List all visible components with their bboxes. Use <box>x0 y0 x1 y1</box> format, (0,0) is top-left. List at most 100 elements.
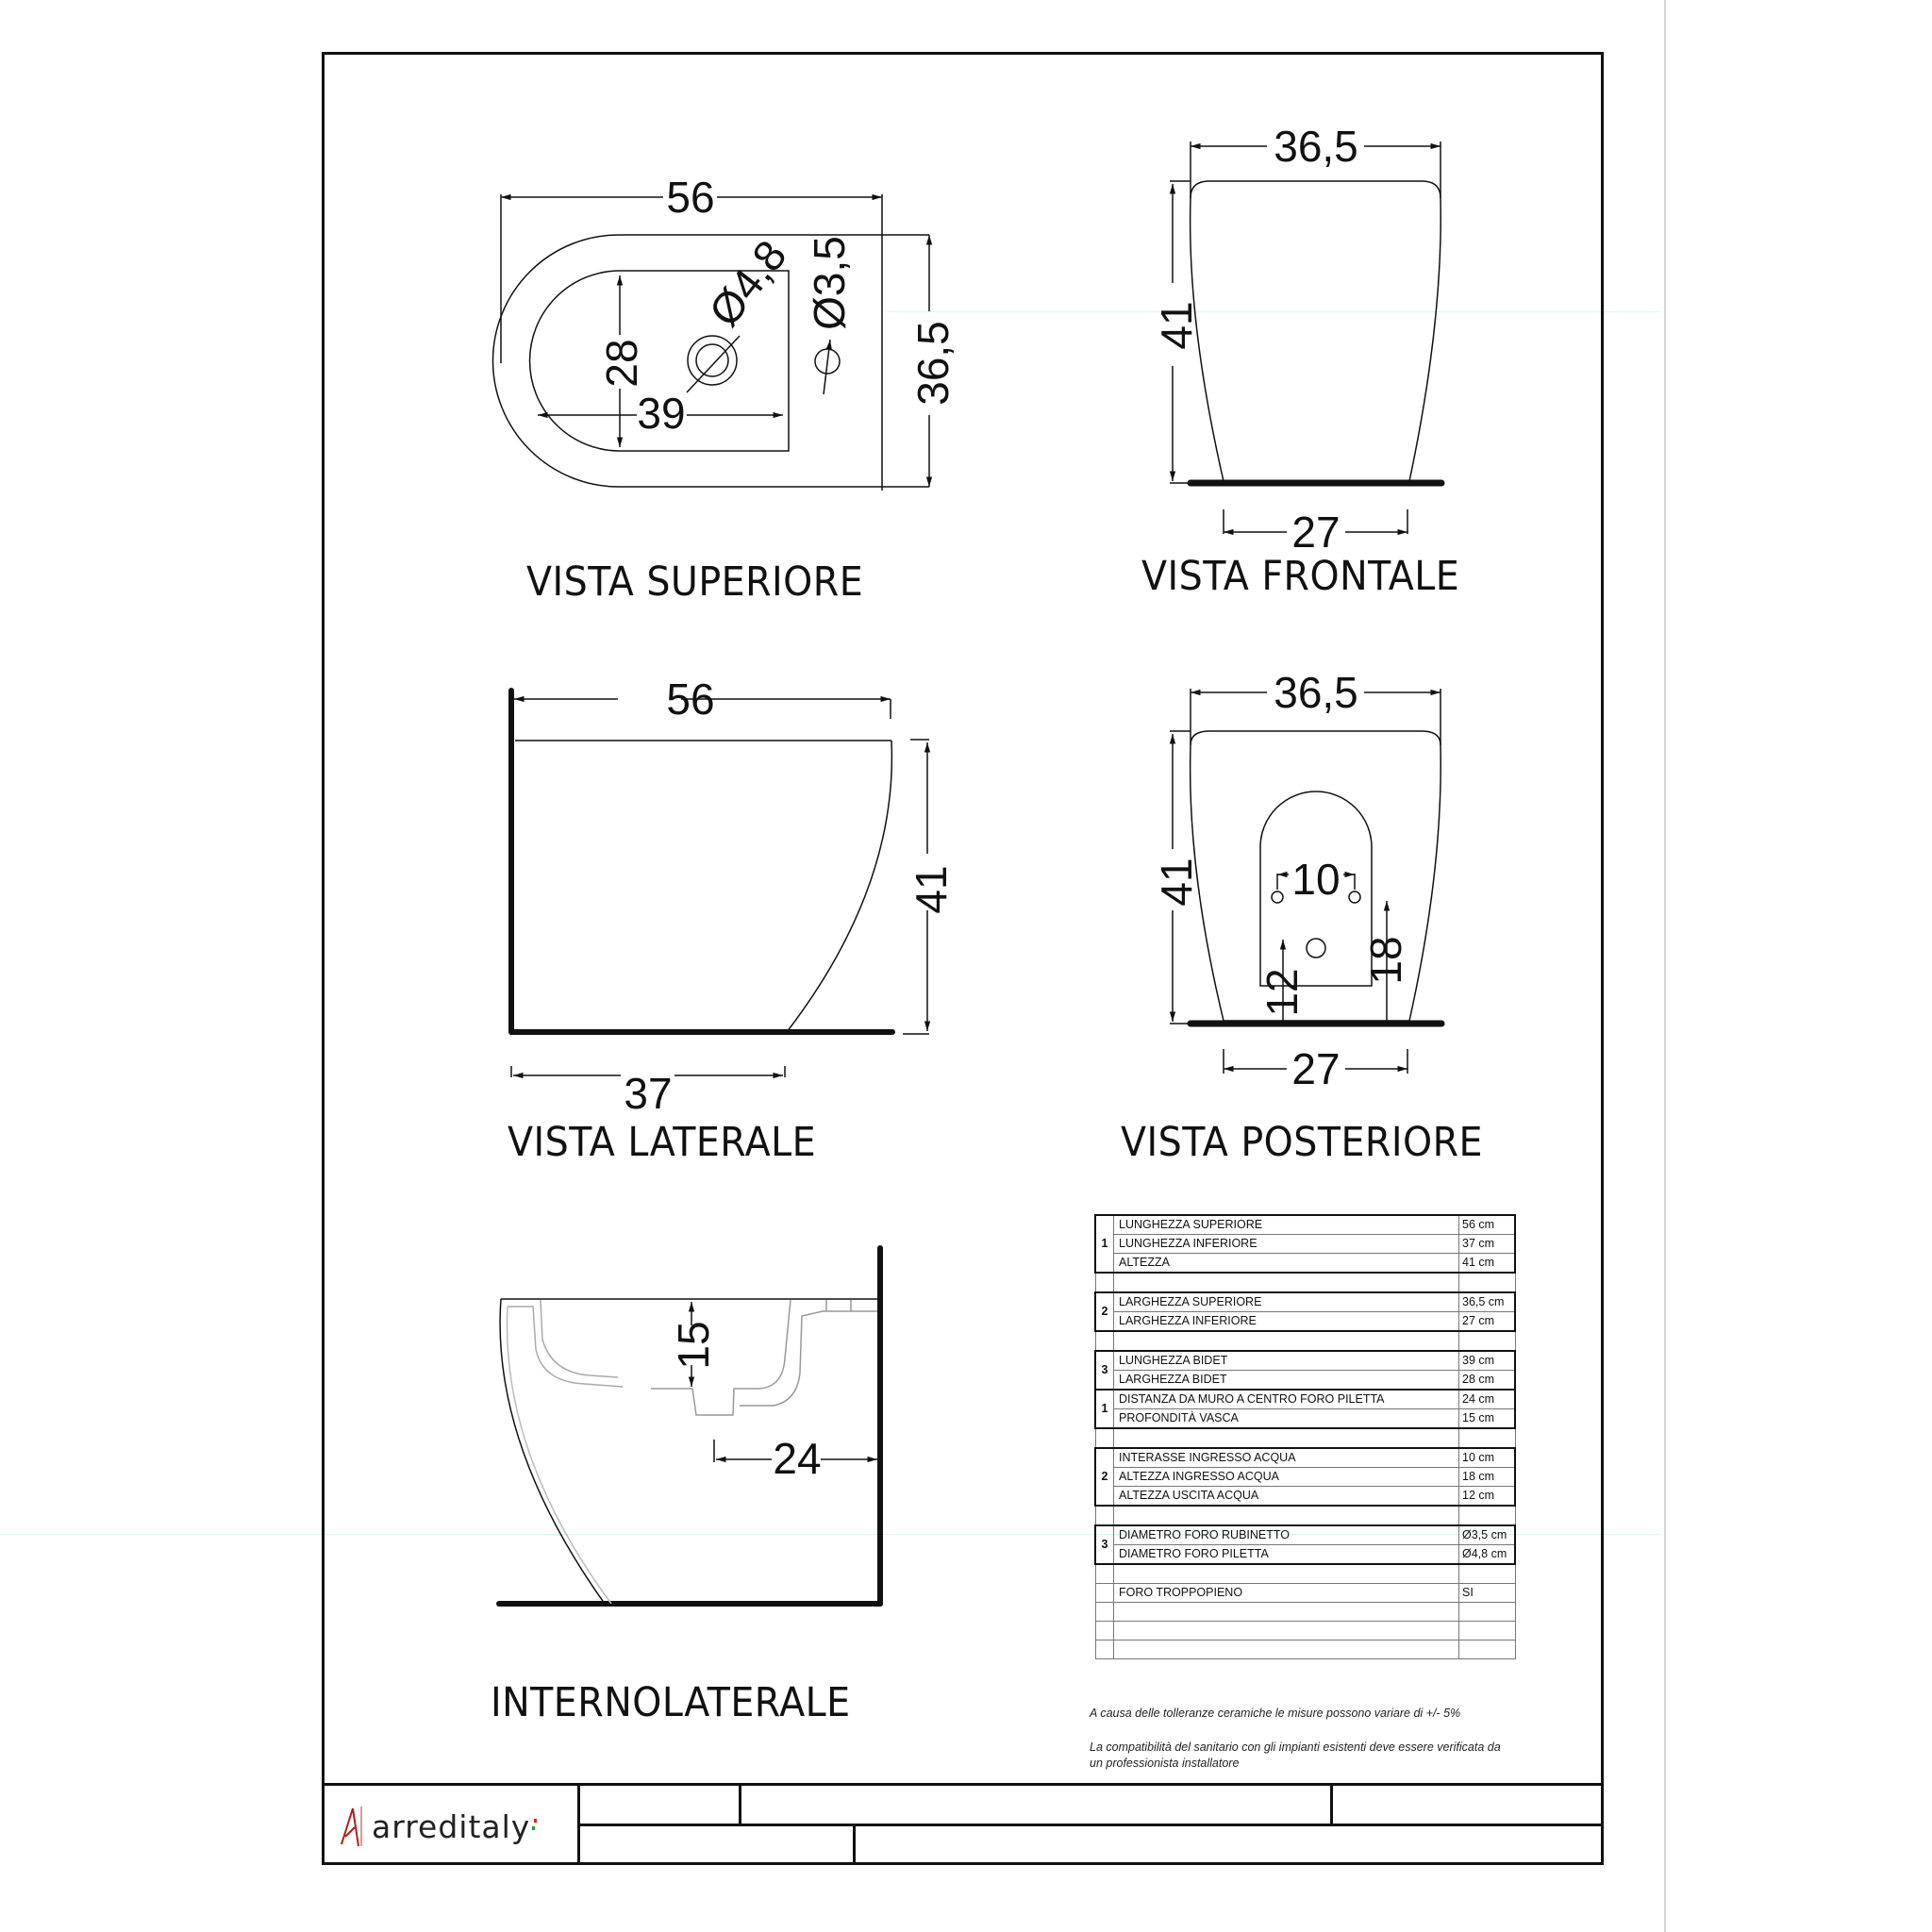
internal-view-dims: 15 24 <box>669 1321 822 1483</box>
table-row-empty <box>1094 1272 1516 1293</box>
spec-label: FORO TROPPOPIENO <box>1113 1583 1459 1603</box>
view-label-top: VISTA SUPERIORE <box>526 558 864 606</box>
table-row: LARGHEZZA INFERIORE 27 cm <box>1095 1311 1516 1332</box>
table-row-empty <box>1094 1427 1516 1449</box>
spec-value: Ø4,8 cm <box>1458 1544 1516 1565</box>
rear-view-drawing <box>1169 689 1445 1074</box>
dim-outlet-height: 12 <box>1257 968 1307 1016</box>
brand-mark-icon <box>341 1807 362 1847</box>
dim-front-height: 41 <box>1152 301 1201 349</box>
spec-value: 28 cm <box>1458 1370 1516 1391</box>
table-row-empty <box>1094 1621 1516 1641</box>
spec-label: INTERASSE INGRESSO ACQUA <box>1113 1447 1459 1468</box>
top-view-dims: 56 36,5 28 39 Ø4,8 Ø3,5 <box>597 173 958 438</box>
spec-label: LUNGHEZZA SUPERIORE <box>1113 1214 1459 1235</box>
title-block-top-border <box>322 1783 1604 1786</box>
spec-value: 56 cm <box>1458 1214 1516 1235</box>
group-number: 3 <box>1094 1350 1114 1391</box>
dim-front-top-width: 36,5 <box>1274 122 1358 171</box>
dim-bowl-length: 39 <box>637 389 685 438</box>
spec-label: LARGHEZZA INFERIORE <box>1113 1311 1459 1332</box>
dim-drain-diameter: Ø4,8 <box>699 231 795 336</box>
dim-top-length: 56 <box>666 173 714 222</box>
table-row: ALTEZZA 41 cm <box>1095 1253 1516 1274</box>
table-row: 2 INTERASSE INGRESSO ACQUA 10 cm <box>1094 1447 1516 1507</box>
spec-label: LUNGHEZZA BIDET <box>1113 1350 1459 1371</box>
title-block-divider <box>739 1783 741 1825</box>
table-row: 1 DISTANZA DA MURO A CENTRO FORO PILETTA… <box>1094 1389 1516 1429</box>
table-row: 1 LUNGHEZZA SUPERIORE 56 cm <box>1094 1214 1516 1274</box>
dim-side-height: 41 <box>907 865 956 913</box>
spec-label: DISTANZA DA MURO A CENTRO FORO PILETTA <box>1113 1389 1459 1409</box>
table-row: LUNGHEZZA INFERIORE 37 cm <box>1095 1234 1516 1254</box>
rear-view-dims: 36,5 41 10 18 12 27 <box>1152 668 1410 1093</box>
spec-value: 10 cm <box>1458 1447 1516 1468</box>
spec-label: ALTEZZA INGRESSO ACQUA <box>1113 1467 1459 1487</box>
view-label-rear: VISTA POSTERIORE <box>1121 1119 1483 1166</box>
spec-label: PROFONDITÀ VASCA <box>1113 1408 1459 1429</box>
dim-side-top-length: 56 <box>666 675 714 724</box>
spec-value: 41 cm <box>1458 1253 1516 1274</box>
table-row-empty <box>1094 1602 1516 1622</box>
brand-name: arreditaly <box>372 1807 531 1845</box>
spec-value: 15 cm <box>1458 1408 1516 1429</box>
table-row-empty <box>1094 1505 1516 1526</box>
group-number: 2 <box>1094 1291 1114 1332</box>
dim-wall-to-drain: 24 <box>773 1434 821 1483</box>
table-row: DIAMETRO FORO PILETTA Ø4,8 cm <box>1095 1544 1516 1565</box>
title-block-divider <box>577 1783 580 1865</box>
spec-value: SI <box>1458 1583 1516 1603</box>
dim-rear-height: 41 <box>1152 858 1201 906</box>
table-row: PROFONDITÀ VASCA 15 cm <box>1095 1408 1516 1429</box>
spec-table: 1 LUNGHEZZA SUPERIORE 56 cm LUNGHEZZA IN… <box>1094 1214 1516 1659</box>
spec-value: 36,5 cm <box>1458 1291 1516 1312</box>
table-row-empty <box>1094 1330 1516 1352</box>
dim-front-bottom-width: 27 <box>1291 508 1340 557</box>
view-label-front: VISTA FRONTALE <box>1141 553 1460 600</box>
compatibility-note: La compatibilità del sanitario con gli i… <box>1090 1740 1501 1772</box>
view-label-side: VISTA LATERALE <box>508 1119 817 1166</box>
table-row: FORO TROPPOPIENO SI <box>1094 1583 1516 1603</box>
dim-bowl-width: 28 <box>597 339 646 387</box>
dim-bowl-depth: 15 <box>669 1321 718 1369</box>
top-view-drawing <box>491 193 933 491</box>
title-block-divider <box>853 1824 856 1865</box>
dim-tap-diameter: Ø3,5 <box>805 236 854 330</box>
spec-value: 39 cm <box>1458 1350 1516 1371</box>
compatibility-note-line1: La compatibilità del sanitario con gli i… <box>1090 1740 1501 1754</box>
compatibility-note-line2: un professionista installatore <box>1090 1757 1240 1770</box>
group-number: 2 <box>1094 1447 1114 1507</box>
internal-view-drawing <box>496 1245 883 1607</box>
group-number: 1 <box>1094 1389 1114 1429</box>
drawing-frame <box>322 52 1604 1865</box>
table-row-empty <box>1094 1563 1516 1584</box>
spec-value: 27 cm <box>1458 1311 1516 1332</box>
spec-label: LUNGHEZZA INFERIORE <box>1113 1234 1459 1254</box>
table-row-empty <box>1094 1640 1516 1659</box>
side-view-dims: 56 41 37 <box>624 675 956 1118</box>
spec-value: 24 cm <box>1458 1389 1516 1409</box>
spec-label: LARGHEZZA BIDET <box>1113 1370 1459 1391</box>
table-row: 2 LARGHEZZA SUPERIORE 36,5 cm <box>1094 1291 1516 1332</box>
brand-accent-icon <box>532 1819 538 1830</box>
front-view-drawing <box>1169 142 1445 536</box>
spec-value: 12 cm <box>1458 1486 1516 1507</box>
table-row: 3 LUNGHEZZA BIDET 39 cm <box>1094 1350 1516 1391</box>
spec-value: Ø3,5 cm <box>1458 1524 1516 1545</box>
dim-side-bottom-length: 37 <box>624 1069 672 1118</box>
spec-value: 37 cm <box>1458 1234 1516 1254</box>
page-edge-divider <box>1664 0 1666 1932</box>
spec-value: 18 cm <box>1458 1467 1516 1487</box>
spec-label: DIAMETRO FORO PILETTA <box>1113 1544 1459 1565</box>
dim-inlet-height: 18 <box>1361 936 1410 984</box>
brand-logo: arreditaly <box>340 1804 539 1849</box>
guide-line <box>887 311 1660 312</box>
front-view-dims: 36,5 41 27 <box>1152 122 1358 557</box>
spec-label: LARGHEZZA SUPERIORE <box>1113 1291 1459 1312</box>
group-number: 1 <box>1094 1214 1114 1274</box>
group-number: 3 <box>1094 1524 1114 1565</box>
dim-rear-bottom-width: 27 <box>1291 1044 1340 1093</box>
table-row: ALTEZZA USCITA ACQUA 12 cm <box>1095 1486 1516 1507</box>
table-row: ALTEZZA INGRESSO ACQUA 18 cm <box>1095 1467 1516 1487</box>
